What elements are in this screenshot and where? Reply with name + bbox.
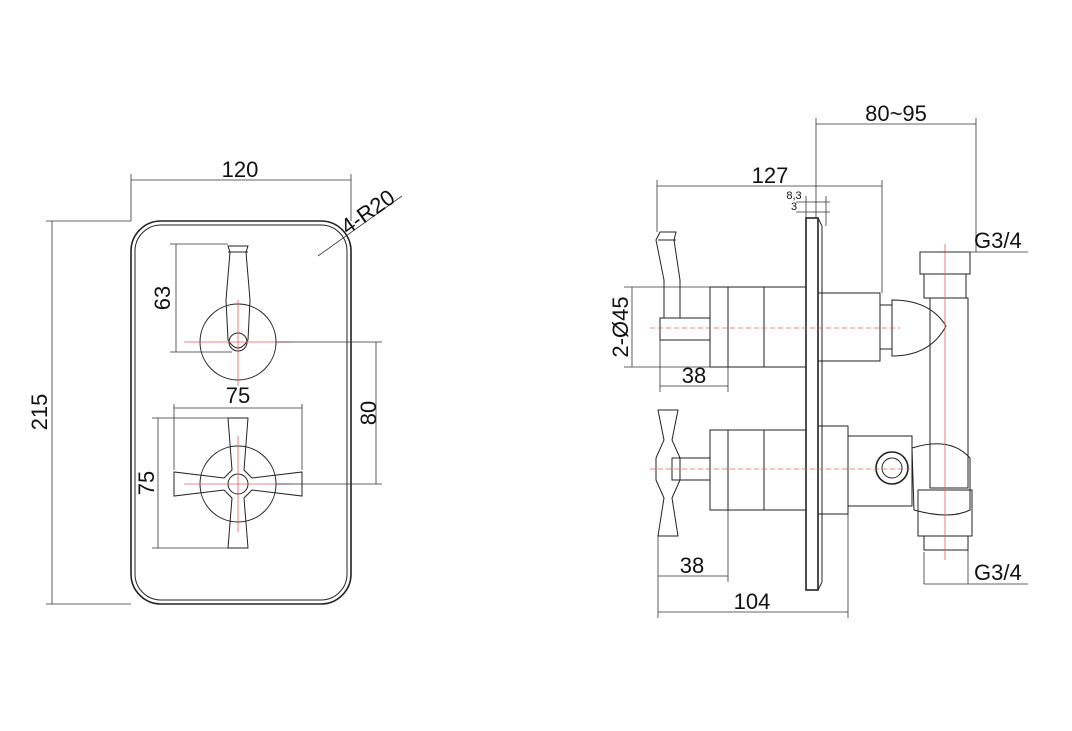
- dim-handle-spacing: 80: [356, 401, 381, 425]
- dim-handle-diameter: 2-Ø45: [608, 296, 633, 357]
- dim-width: 120: [222, 157, 259, 182]
- front-view: 120 215 4-R20 63 80 75 75: [27, 157, 403, 605]
- dim-cross-height: 75: [134, 471, 159, 495]
- dim-lever-height: 63: [150, 286, 175, 310]
- dim-height: 215: [27, 394, 52, 431]
- inlet-top-label: G3/4: [974, 228, 1022, 253]
- side-view: 80~95 127 8,3 3 2-Ø45 38 38 104: [608, 101, 1028, 618]
- dim-wall-depth: 80~95: [865, 101, 927, 126]
- dim-handle-length-bottom: 38: [680, 553, 704, 578]
- dim-handle-length-top: 38: [682, 363, 706, 388]
- bottom-port: [875, 451, 909, 485]
- dim-plate-a: 8,3: [786, 190, 801, 202]
- side-cross-handle: [655, 409, 681, 537]
- lever-body: [225, 245, 251, 349]
- dim-corner-radius: 4-R20: [336, 184, 399, 239]
- top-handle-body: [655, 231, 893, 368]
- bottom-handle-body: [655, 409, 913, 537]
- dim-plate-b: 3: [791, 201, 797, 213]
- valve-body: [891, 251, 973, 551]
- side-lever: [655, 231, 681, 319]
- front-plate-inner: [134, 224, 348, 601]
- front-plate-outline: [130, 220, 352, 605]
- dim-lower-depth: 104: [734, 589, 771, 614]
- side-wall-plate: [805, 217, 819, 591]
- dim-overall-depth: 127: [752, 163, 789, 188]
- cross-arms: [173, 417, 303, 549]
- inlet-bottom-label: G3/4: [974, 560, 1022, 585]
- dim-cross-width: 75: [226, 383, 250, 408]
